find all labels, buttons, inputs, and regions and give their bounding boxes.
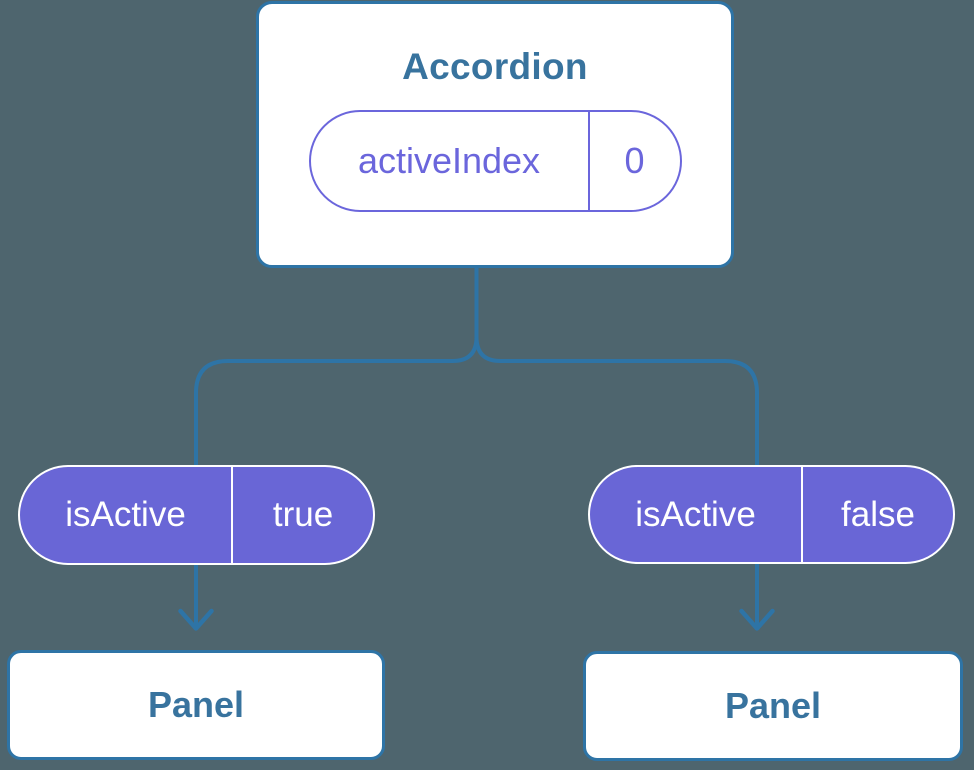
connector-right-branch [474, 265, 759, 627]
prop-value-label: true [231, 467, 373, 563]
prop-name-label: isActive [635, 494, 756, 534]
panel-label: Panel [147, 684, 245, 725]
arrowhead-left-icon [178, 608, 214, 631]
panel-label: Panel [724, 685, 822, 726]
connector-left-branch [194, 265, 479, 627]
accordion-title: Accordion [402, 46, 588, 87]
panel-component-card-right: Panel [583, 651, 963, 761]
prop-pill-isactive-false: isActive false [588, 465, 955, 564]
prop-value-label: false [801, 467, 953, 562]
prop-pill-isactive-true: isActive true [18, 465, 375, 565]
arrowhead-right-icon [739, 608, 775, 631]
prop-name-label: isActive [65, 495, 186, 534]
state-pill-activeindex: activeIndex 0 [308, 110, 682, 212]
panel-component-card-left: Panel [7, 650, 385, 760]
state-value-label: 0 [587, 112, 680, 210]
state-name-label: activeIndex [357, 140, 541, 181]
accordion-component-card: Accordion activeIndex 0 [256, 1, 734, 268]
